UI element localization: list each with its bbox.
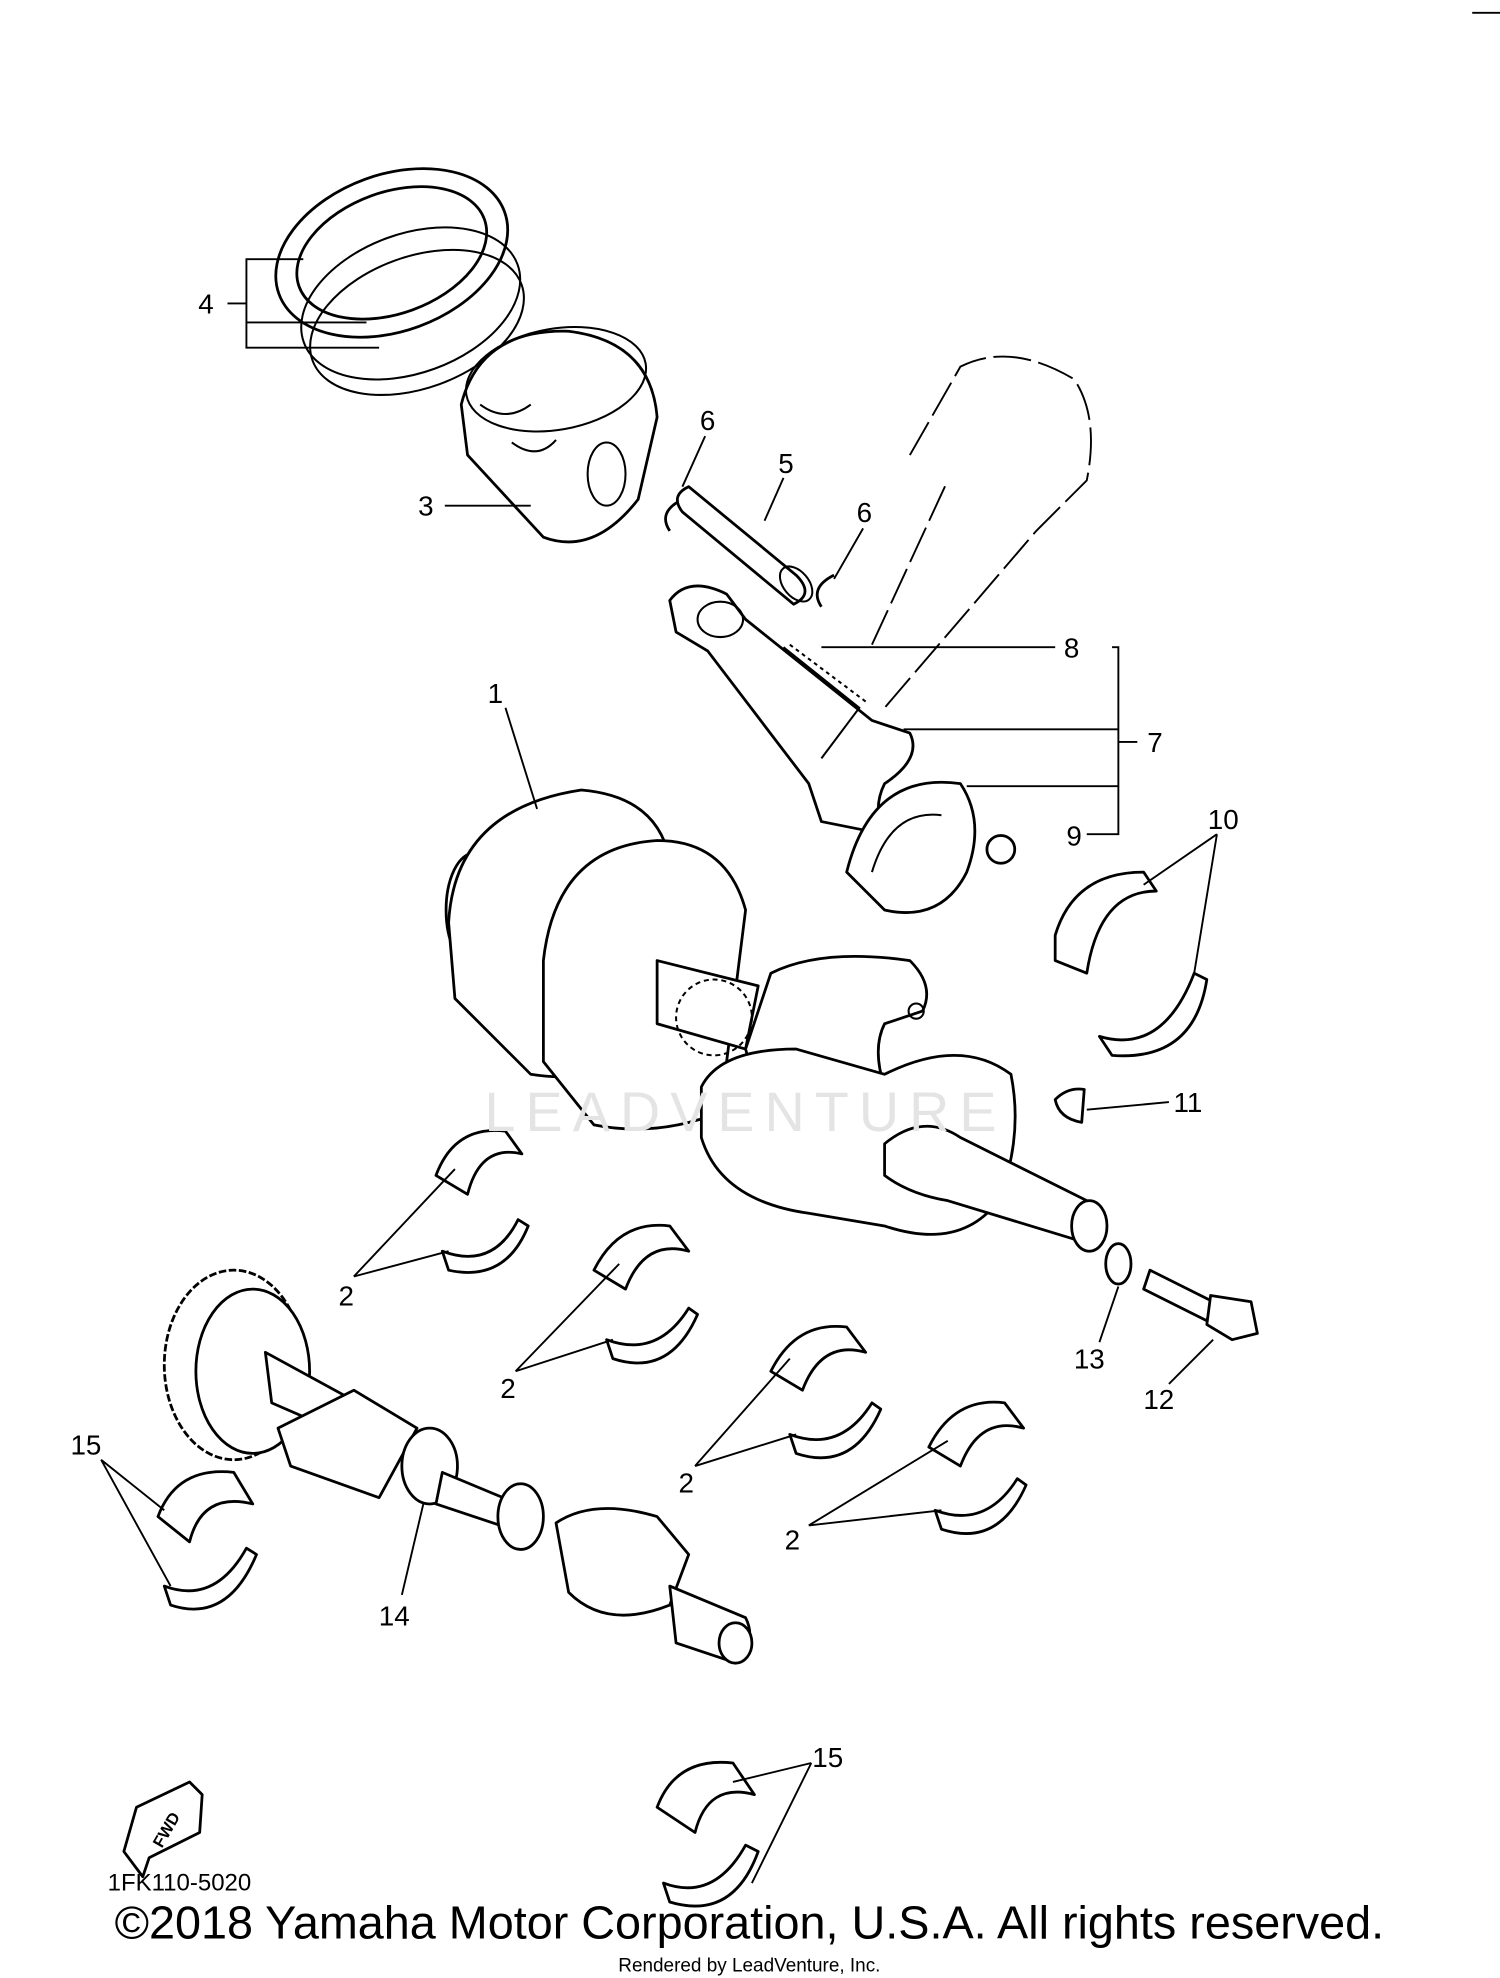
callout-6: 6 — [700, 405, 715, 436]
callout-9: 9 — [1066, 821, 1081, 852]
connecting-rod — [668, 584, 977, 914]
crank-bolt — [1142, 1268, 1259, 1342]
balancer-shaft — [162, 1268, 754, 1665]
callout-1: 1 — [488, 678, 503, 709]
piston-rings — [274, 167, 525, 396]
callout-8: 8 — [1064, 632, 1079, 663]
piston-pin — [675, 485, 814, 606]
callout-7: 7 — [1147, 727, 1162, 758]
rod-nut — [985, 834, 1017, 865]
callout-15: 15 — [70, 1430, 101, 1461]
main-bearings — [434, 1129, 1028, 1535]
callout-12: 12 — [1143, 1384, 1174, 1415]
callout-2: 2 — [339, 1281, 354, 1312]
leader-lines — [100, 258, 1218, 1884]
diagram-part-number: 1FK110-5020 — [108, 1870, 252, 1897]
callout-2b: 2 — [500, 1373, 515, 1404]
big-end-bearings — [1053, 870, 1209, 1058]
callout-2c: 2 — [678, 1468, 693, 1499]
callout-14: 14 — [379, 1600, 410, 1631]
crankcase-outline — [871, 355, 1092, 709]
copyright-notice: ©2018 Yamaha Motor Corporation, U.S.A. A… — [115, 1897, 1385, 1949]
rendered-by-notice: Rendered by LeadVenture, Inc. — [618, 1956, 880, 1977]
piston — [459, 326, 659, 544]
balancer-bearing — [156, 1470, 760, 1908]
callout-3: 3 — [418, 491, 433, 522]
crankshaft — [444, 788, 1109, 1253]
circlip — [815, 573, 835, 608]
callout-11: 11 — [1173, 1087, 1202, 1118]
callout-4: 4 — [198, 289, 213, 320]
woodruff-key — [1053, 1087, 1086, 1124]
washer — [1104, 1242, 1133, 1286]
callout-13: 13 — [1074, 1344, 1105, 1375]
callout-5: 5 — [778, 448, 793, 479]
fwd-arrow-icon: FWD — [122, 1780, 204, 1879]
watermark: LEADVENTURE — [485, 1081, 1007, 1143]
callout-15b: 15 — [812, 1742, 843, 1773]
callout-2d: 2 — [785, 1524, 800, 1555]
callout-6b: 6 — [857, 497, 872, 528]
callout-10: 10 — [1208, 804, 1239, 835]
